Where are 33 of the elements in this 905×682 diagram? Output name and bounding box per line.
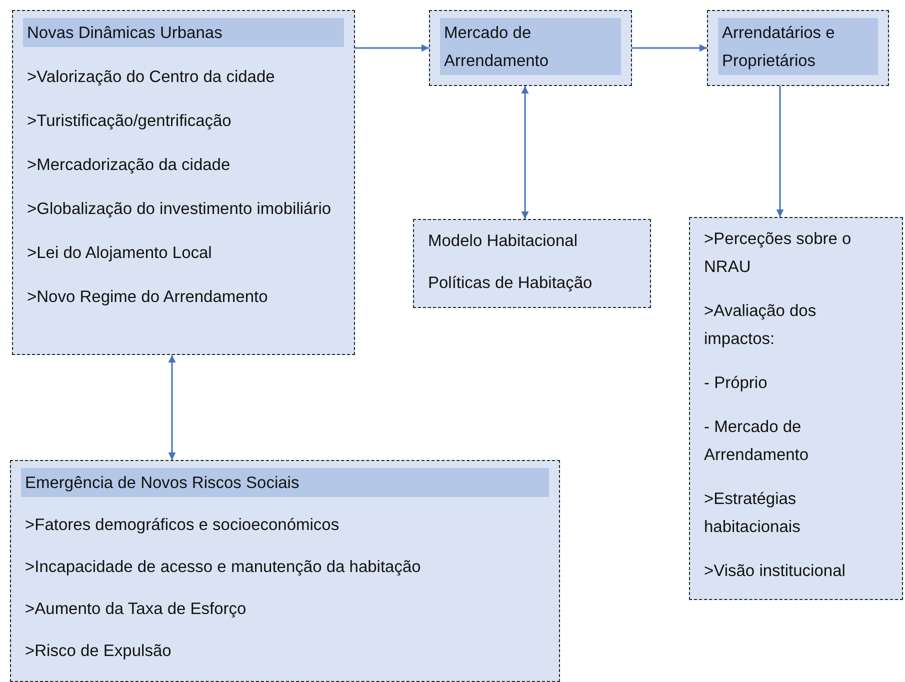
arrow	[168, 355, 176, 460]
list-item: >Aumento da Taxa de Esforço	[24, 599, 248, 620]
arrow	[521, 86, 529, 219]
list-item: - Próprio	[703, 373, 768, 394]
dashed-box	[10, 460, 560, 682]
dashed-box	[707, 10, 889, 86]
list-item: >Lei do Alojamento Local	[26, 243, 213, 264]
dashed-box	[689, 217, 903, 600]
arrow	[776, 86, 784, 217]
list-item: >Novo Regime do Arrendamento	[26, 287, 269, 308]
arrow	[632, 44, 707, 52]
arrow	[355, 44, 429, 52]
dashed-box	[429, 10, 632, 86]
list-item: >Turistificação/gentrificação	[26, 111, 232, 132]
list-item: >Estratégias habitacionais	[703, 489, 802, 538]
list-item: >Fatores demográficos e socioeconómicos	[24, 515, 340, 536]
heading-band: Emergência de Novos Riscos Sociais	[21, 468, 549, 497]
list-item: >Incapacidade de acesso e manutenção da habitação	[24, 557, 422, 578]
list-item: Modelo Habitacional	[427, 231, 579, 252]
list-item: - Mercado de Arrendamento	[703, 417, 810, 466]
dashed-box	[413, 219, 651, 308]
dashed-box	[12, 10, 355, 355]
list-item: >Globalização do investimento imobiliário	[26, 199, 332, 220]
list-item: >Avaliação dos impactos:	[703, 301, 818, 350]
heading-band: Arrendatários e Proprietários	[718, 18, 878, 75]
list-item: >Perceções sobre o NRAU	[703, 229, 852, 278]
list-item: >Valorização do Centro da cidade	[26, 67, 276, 88]
list-item: >Mercadorização da cidade	[26, 155, 232, 176]
heading-band: Mercado de Arrendamento	[440, 18, 621, 75]
list-item: >Risco de Expulsão	[24, 641, 172, 662]
list-item: Políticas de Habitação	[427, 273, 594, 294]
heading-band: Novas Dinâmicas Urbanas	[23, 18, 344, 47]
list-item: >Visão institucional	[703, 561, 846, 582]
